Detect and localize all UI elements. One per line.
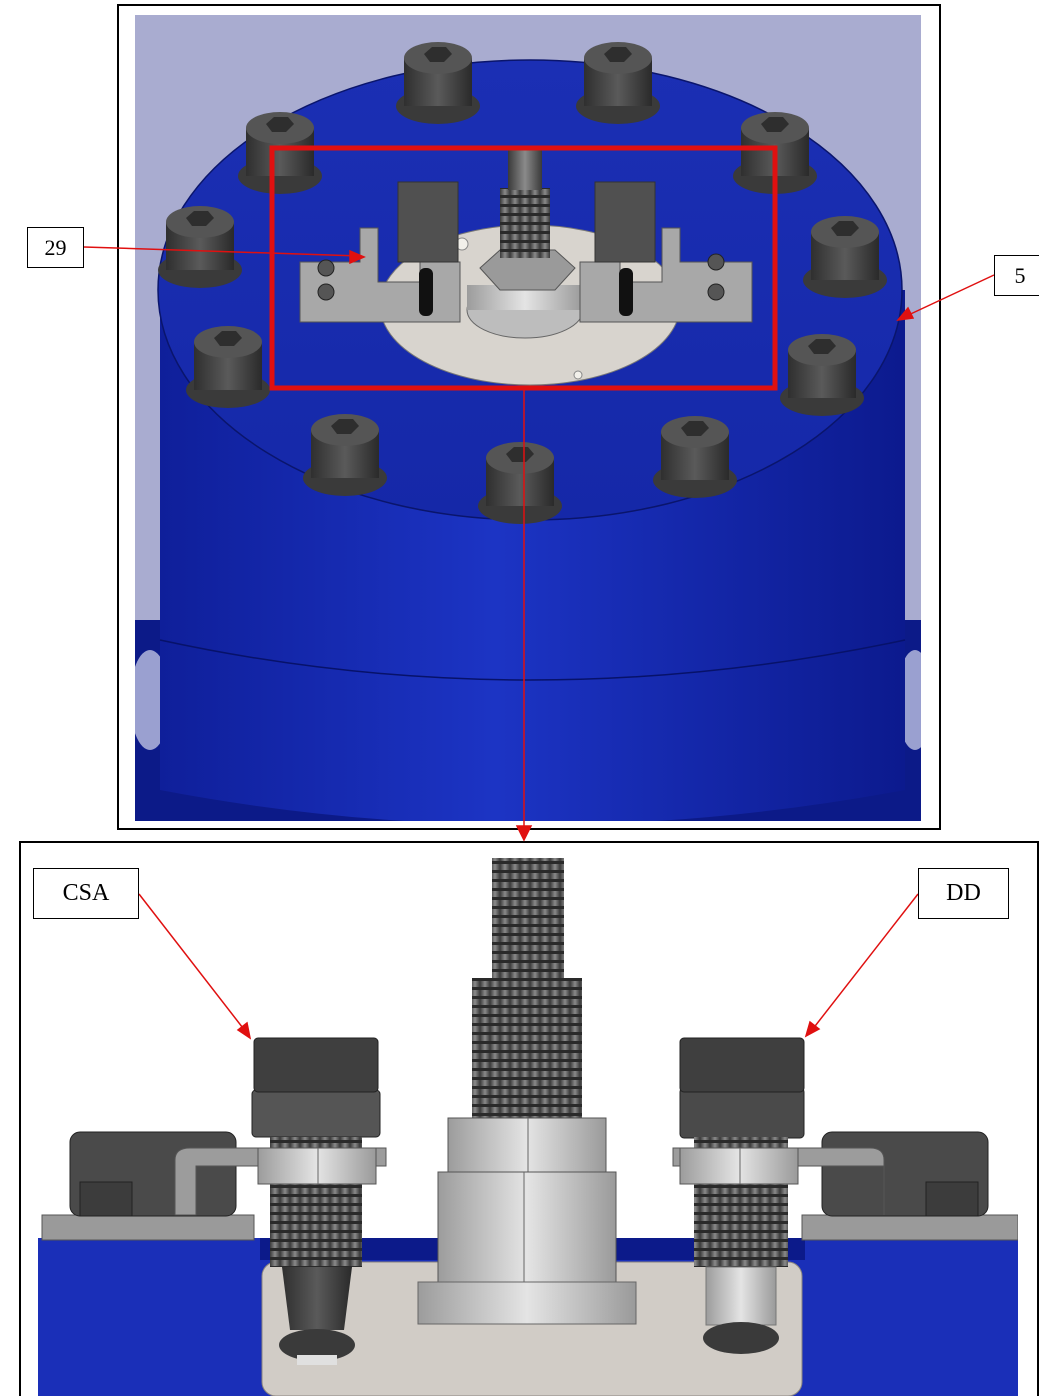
sensor-brackets <box>299 181 753 323</box>
leader-5 <box>901 274 995 319</box>
leader-5-arrowhead <box>896 306 915 321</box>
leader-dd-arrowhead <box>804 1020 821 1038</box>
callout-leaders <box>83 246 995 1040</box>
leader-csa <box>138 893 247 1033</box>
overview-render <box>135 15 921 821</box>
leader-29-arrowhead <box>349 249 366 265</box>
callout-5-label: 5 <box>994 255 1039 296</box>
callout-dd-label: DD <box>918 868 1009 919</box>
leader-29 <box>83 246 361 257</box>
detail-render <box>38 858 1018 1396</box>
central-stud-detail <box>417 858 637 1325</box>
central-stud <box>466 150 584 339</box>
leader-detail-arrowhead <box>515 825 533 842</box>
flange-bolts <box>158 42 887 524</box>
callout-29-label: 29 <box>27 227 84 268</box>
dd-sensor <box>679 1037 805 1354</box>
leader-dd <box>811 893 919 1031</box>
callout-csa-label: CSA <box>33 868 139 919</box>
csa-sensor <box>251 1037 381 1365</box>
leader-csa-arrowhead <box>236 1021 252 1040</box>
